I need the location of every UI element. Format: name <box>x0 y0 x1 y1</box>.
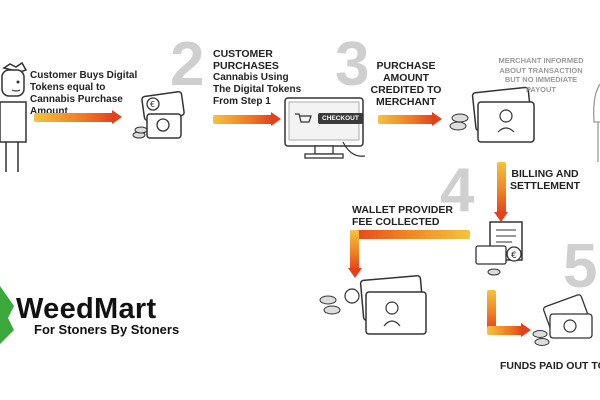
arrow-step3-to-wallet <box>378 115 434 124</box>
step4-number: 4 <box>440 156 475 225</box>
wallet-provider-icon <box>319 274 427 335</box>
funds-text: FUNDS PAID OUT TO <box>500 360 600 372</box>
arrow-head-icon <box>271 112 281 126</box>
arrow-billing-to-wallet-provider <box>350 230 470 239</box>
merchant-wallet-icon <box>449 86 535 143</box>
cannabis-leaf-icon <box>0 286 14 344</box>
step5-number: 5 <box>563 232 598 301</box>
logo-title: WeedMart <box>16 293 157 325</box>
arrow-head-icon <box>432 112 442 126</box>
wallet-fee-text: WALLET PROVIDER FEE COLLECTED <box>352 204 453 228</box>
checkout-button[interactable]: CHECKOUT <box>318 113 363 124</box>
arrow-funds-right <box>487 326 523 335</box>
computer-monitor-icon <box>284 97 366 159</box>
arrow-step2-to-computer <box>213 115 273 124</box>
funds-payout-icon <box>532 294 593 346</box>
arrow-down-to-funds <box>487 290 496 330</box>
svg-text:€: € <box>511 251 517 261</box>
step4-text: BILLING AND SETTLEMENT <box>510 168 580 192</box>
step3-text: PURCHASE AMOUNT CREDITED TO MERCHANT <box>370 60 442 108</box>
merchant-figure-icon <box>593 83 600 162</box>
step2-number: 2 <box>170 30 205 99</box>
arrow-down-to-wallet-provider <box>350 230 359 270</box>
step2-title: CUSTOMER PURCHASES <box>213 48 279 72</box>
svg-text:€: € <box>150 100 155 109</box>
step2-text: Cannabis Using The Digital Tokens From S… <box>213 72 302 107</box>
arrow-down-to-billing <box>497 162 506 214</box>
arrow-head-icon <box>112 110 122 124</box>
merchant-note: MERCHANT INFORMED ABOUT TRANSACTION BUT … <box>498 56 584 94</box>
step3-number: 3 <box>335 30 370 99</box>
arrow-head-icon <box>521 323 531 337</box>
customer-figure-icon <box>0 61 28 172</box>
arrow-head-icon <box>348 268 362 278</box>
arrow-head-icon <box>494 212 508 222</box>
step1-text: Customer Buys Digital Tokens equal to Ca… <box>30 70 138 117</box>
logo-tagline: For Stoners By Stoners <box>34 322 180 337</box>
arrow-step1-to-coins <box>34 113 114 122</box>
billing-invoice-icon: € <box>475 221 523 276</box>
money-coins-icon: € <box>132 90 185 139</box>
